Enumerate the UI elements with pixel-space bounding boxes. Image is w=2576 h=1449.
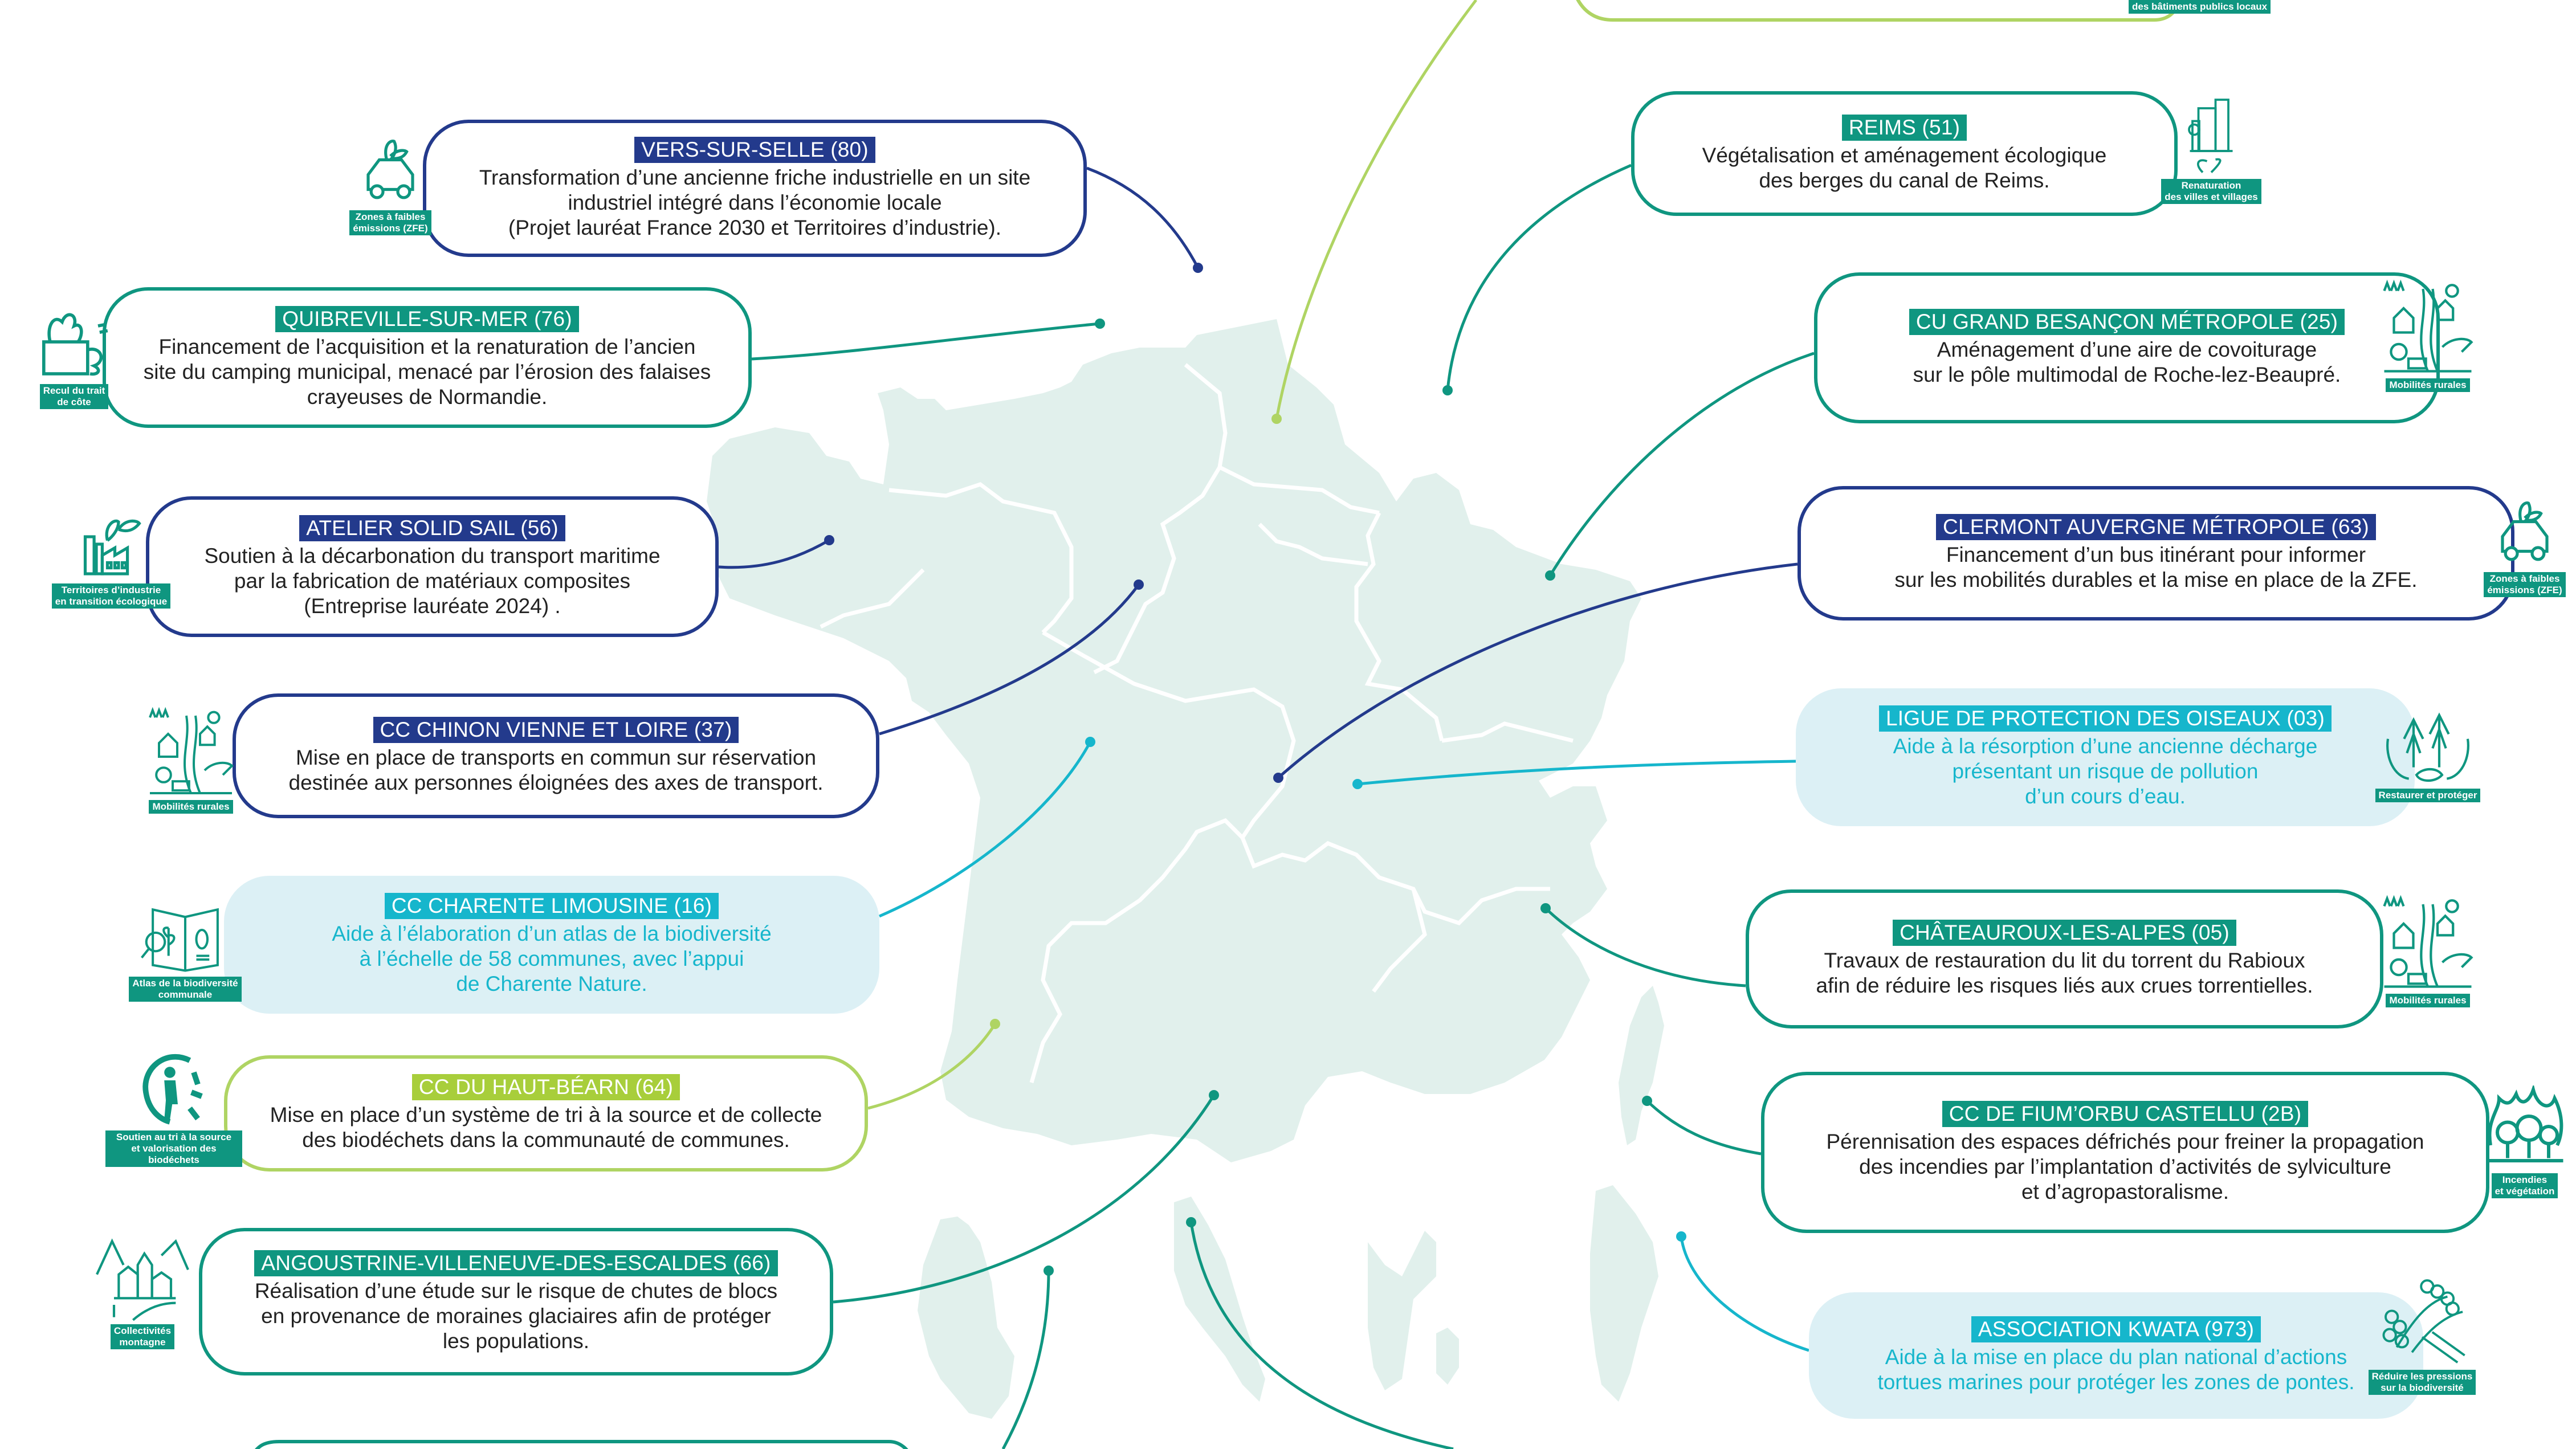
project-card-clermont-auvergne-metropole[interactable]: CLERMONT AUVERGNE MÉTROPOLE (63) Finance… <box>1798 486 2514 621</box>
project-description: Transformation d’une ancienne friche ind… <box>479 165 1031 239</box>
theme-badge-zfe: Zones à faibles émissions (ZFE) <box>339 134 442 235</box>
region-borders <box>820 363 1574 1083</box>
theme-tag: Collectivités montagne <box>110 1324 175 1349</box>
theme-tag: Renaturation des villes et villages <box>2161 179 2261 204</box>
theme-tag: Zones à faibles émissions (ZFE) <box>2484 572 2566 597</box>
rural-village-icon <box>2383 895 2473 988</box>
project-description: Aide à la résorption d’une ancienne déch… <box>1893 734 2318 808</box>
bottom-partial-card-border <box>255 1440 908 1449</box>
project-card-vers-sur-selle[interactable]: VERS-SUR-SELLE (80) Transformation d’une… <box>423 120 1087 257</box>
theme-tag: Recul du trait de côte <box>39 384 109 409</box>
theme-badge-zfe: Zones à faibles émissions (ZFE) <box>2473 496 2576 597</box>
project-title: CHÂTEAUROUX-LES-ALPES (05) <box>1893 920 2236 946</box>
overseas-territories <box>918 1185 1658 1419</box>
project-description: Végétalisation et aménagement écologique… <box>1702 143 2107 192</box>
project-description: Aide à l’élaboration d’un atlas de la bi… <box>332 922 772 995</box>
project-title: ANGOUSTRINE-VILLENEUVE-DES-ESCALDES (66) <box>254 1250 778 1276</box>
project-card-chateauroux-les-alpes[interactable]: CHÂTEAUROUX-LES-ALPES (05) Travaux de re… <box>1746 889 2383 1028</box>
theme-tag: Mobilités rurales <box>2386 378 2470 392</box>
forest-slope-icon <box>2382 1279 2465 1364</box>
project-title: QUIBREVILLE-SUR-MER (76) <box>275 305 579 332</box>
project-title: VERS-SUR-SELLE (80) <box>634 136 875 163</box>
theme-badge-mobilites-rurales: Mobilités rurales <box>140 707 242 814</box>
theme-badge-tri-biodechets: Soutien au tri à la source et valorisati… <box>105 1048 242 1167</box>
project-title: CU GRAND BESANÇON MÉTROPOLE (25) <box>1909 308 2345 335</box>
project-card-quibreville-sur-mer[interactable]: QUIBREVILLE-SUR-MER (76) Financement de … <box>103 287 752 428</box>
project-title: CC DE FIUM’ORBU CASTELLU (2B) <box>1942 1100 2309 1127</box>
electric-car-icon <box>366 140 414 199</box>
location-dots <box>824 263 1686 1276</box>
project-card-cc-de-fiumorbu-castellu[interactable]: CC DE FIUM’ORBU CASTELLU (2B) Pérennisat… <box>1761 1072 2489 1233</box>
top-partial-card-border <box>1576 0 2179 22</box>
theme-badge-atlas-biodiversite: Atlas de la biodiversité communale <box>128 895 254 1031</box>
theme-tag: Territoires d’industrie en transition éc… <box>51 583 171 609</box>
theme-tag: Restaurer et protéger <box>2375 789 2481 802</box>
theme-tag: Atlas de la biodiversité communale <box>129 977 242 1002</box>
project-card-association-kwata[interactable]: ASSOCIATION KWATA (973) Aide à la mise e… <box>1809 1292 2423 1419</box>
project-description: Réalisation d’une étude sur le risque de… <box>254 1279 778 1353</box>
green-factory-icon <box>83 519 141 575</box>
theme-badge-collectivites-montagne: Collectivités montagne <box>94 1236 191 1349</box>
theme-badge-incendies-vegetation: Incendies et végétation <box>2473 1085 2576 1198</box>
project-card-angoustrine-villeneuve-des-escaldes[interactable]: ANGOUSTRINE-VILLENEUVE-DES-ESCALDES (66)… <box>199 1228 833 1375</box>
project-card-ligue-protection-oiseaux[interactable]: LIGUE DE PROTECTION DES OISEAUX (03) Aid… <box>1796 688 2415 826</box>
project-description: Travaux de restauration du lit du torren… <box>1816 949 2313 997</box>
hands-forest-icon <box>2386 712 2469 782</box>
project-description: Financement d’un bus itinérant pour info… <box>1894 543 2418 591</box>
coastal-erosion-icon <box>42 313 108 376</box>
mountain-village-icon <box>96 1238 189 1321</box>
project-title: CC CHINON VIENNE ET LOIRE (37) <box>373 716 739 743</box>
project-card-cc-charente-limousine[interactable]: CC CHARENTE LIMOUSINE (16) Aide à l’élab… <box>224 876 879 1014</box>
project-card-cc-chinon-vienne-et-loire[interactable]: CC CHINON VIENNE ET LOIRE (37) Mise en p… <box>233 693 879 818</box>
forest-fire-icon <box>2486 1085 2563 1162</box>
project-description: Financement de l’acquisition et la renat… <box>143 334 711 409</box>
theme-tag: Mobilités rurales <box>149 800 233 814</box>
theme-badge-territoires-industrie: Territoires d’industrie en transition éc… <box>48 507 174 609</box>
rural-village-icon <box>149 707 234 794</box>
theme-badge-trait-de-cote: Recul du trait de côte <box>31 302 117 409</box>
theme-tag: Incendies et végétation <box>2491 1173 2558 1198</box>
theme-badge-renaturation: Renaturation des villes et villages <box>2154 91 2268 204</box>
project-description: Aide à la mise en place du plan national… <box>1877 1345 2355 1394</box>
theme-tag: Réduire les pressions sur la biodiversit… <box>2368 1370 2476 1395</box>
project-description: Soutien à la décarbonation du transport … <box>204 544 661 618</box>
project-title: REIMS (51) <box>1841 114 1967 141</box>
project-description: Pérennisation des espaces défrichés pour… <box>1826 1129 2424 1203</box>
theme-badge-reduire-pressions: Réduire les pressions sur la biodiversit… <box>2359 1276 2485 1419</box>
theme-tag: Zones à faibles émissions (ZFE) <box>349 210 431 235</box>
project-title: ASSOCIATION KWATA (973) <box>1971 1316 2261 1342</box>
biodiversity-atlas-book-icon <box>141 908 219 972</box>
theme-tag: des bâtiments publics locaux <box>2129 0 2271 14</box>
theme-badge-restaurer-proteger: Restaurer et protéger <box>2365 701 2491 832</box>
recycling-person-icon <box>142 1054 203 1125</box>
project-description: Mise en place d’un système de tri à la s… <box>270 1103 822 1152</box>
connector-lines <box>718 0 1815 1449</box>
project-card-atelier-solid-sail[interactable]: ATELIER SOLID SAIL (56) Soutien à la déc… <box>146 496 719 637</box>
theme-badge-mobilites-rurales: Mobilités rurales <box>2365 895 2491 1007</box>
green-city-icon <box>2188 99 2233 173</box>
theme-badge-top-partial: des bâtiments publics locaux <box>2129 0 2271 14</box>
project-title: LIGUE DE PROTECTION DES OISEAUX (03) <box>1879 705 2332 732</box>
theme-badge-mobilites-rurales: Mobilités rurales <box>2365 279 2491 392</box>
project-card-cu-grand-besancon-metropole[interactable]: CU GRAND BESANÇON MÉTROPOLE (25) Aménage… <box>1814 272 2440 423</box>
project-description: Mise en place de transports en commun su… <box>288 745 824 794</box>
theme-tag: Soutien au tri à la source et valorisati… <box>105 1130 242 1167</box>
project-title: CLERMONT AUVERGNE MÉTROPOLE (63) <box>1936 514 2376 540</box>
project-title: CC CHARENTE LIMOUSINE (16) <box>384 893 719 919</box>
rural-village-icon <box>2383 279 2473 373</box>
project-title: ATELIER SOLID SAIL (56) <box>299 515 565 541</box>
project-card-reims[interactable]: REIMS (51) Végétalisation et aménagement… <box>1631 91 2178 216</box>
project-card-cc-du-haut-bearn[interactable]: CC DU HAUT-BÉARN (64) Mise en place d’un… <box>224 1055 868 1172</box>
theme-tag: Mobilités rurales <box>2386 994 2470 1007</box>
electric-car-icon <box>2501 501 2549 561</box>
project-description: Aménagement d’une aire de covoiturage su… <box>1913 337 2341 386</box>
project-title: CC DU HAUT-BÉARN (64) <box>411 1074 680 1100</box>
